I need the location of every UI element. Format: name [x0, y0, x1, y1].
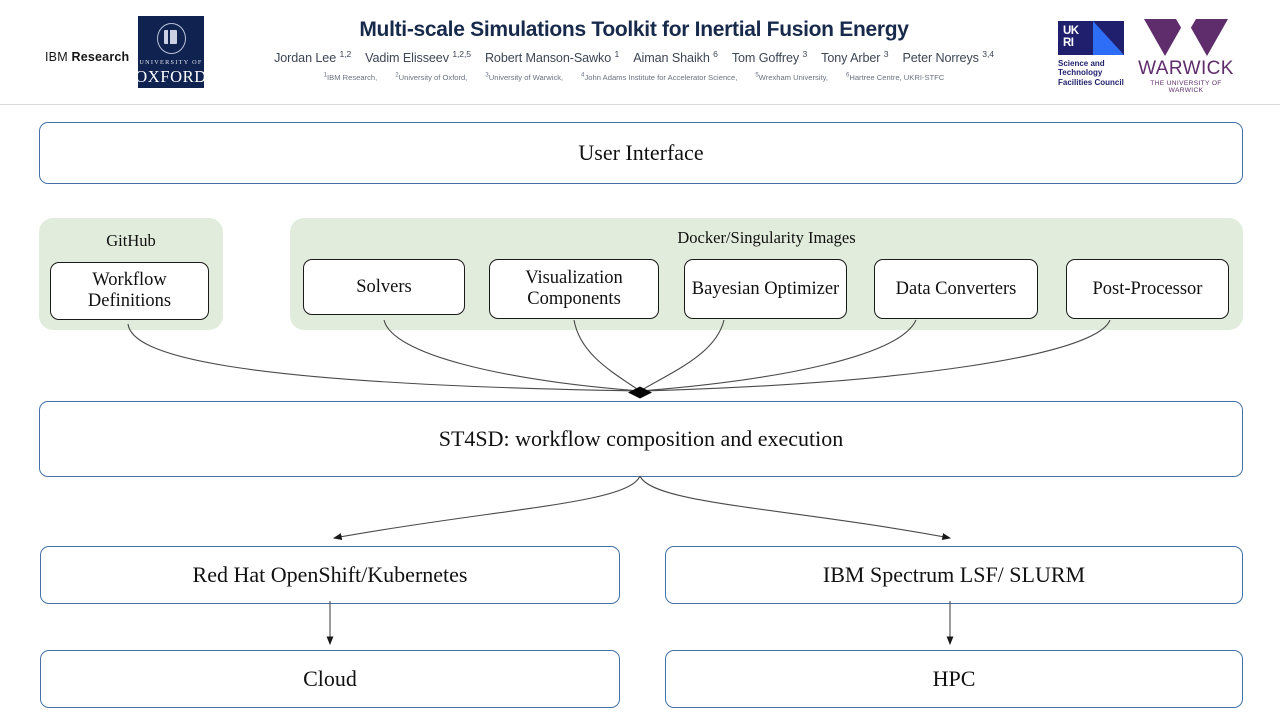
warwick-wordmark: WARWICK — [1138, 58, 1234, 79]
node-solvers-label: Solvers — [356, 276, 412, 297]
warwick-w-icon — [1144, 19, 1228, 56]
ukri-strapline: Science and Technology Facilities Counci… — [1058, 59, 1142, 87]
ibm-research-word: Research — [71, 50, 130, 64]
ukri-strapline-line3: Facilities Council — [1058, 77, 1124, 87]
ukri-strapline-line1: Science and — [1058, 59, 1105, 68]
node-ibm-spectrum-lsf-slurm[interactable]: IBM Spectrum LSF/ SLURM — [665, 546, 1243, 604]
node-user-interface[interactable]: User Interface — [39, 122, 1243, 184]
node-data-converters-label: Data Converters — [895, 278, 1017, 299]
node-post-processor[interactable]: Post-Processor — [1066, 259, 1229, 319]
node-bayesian-optimizer-label: Bayesian Optimizer — [691, 278, 840, 299]
affiliation-marker: 4 — [581, 72, 585, 79]
node-st4sd-label: ST4SD: workflow composition and executio… — [438, 426, 844, 451]
node-hpc[interactable]: HPC — [665, 650, 1243, 708]
architecture-diagram: User Interface GitHub Workflow Definitio… — [0, 104, 1280, 720]
author-affiliation-marker: 6 — [713, 49, 718, 60]
header-banner: IBM Research UNIVERSITY OF OXFORD Multi-… — [0, 0, 1280, 105]
convergence-marker — [628, 386, 652, 399]
affiliation-entry: 2University of Oxford, — [395, 72, 468, 82]
ukri-strapline-line2: Technology — [1058, 68, 1103, 78]
ukri-letters-bottom: RI — [1063, 37, 1074, 49]
warwick-center-notch — [1176, 19, 1196, 36]
ukri-letters: UK RI — [1063, 25, 1079, 49]
oxford-crest-icon — [156, 23, 186, 54]
ukri-triangle — [1093, 21, 1124, 55]
affiliation-entry: 5Wrexham University, — [755, 72, 828, 82]
university-of-warwick-logo: WARWICK THE UNIVERSITY OF WARWICK — [1136, 19, 1236, 94]
node-user-interface-label: User Interface — [578, 140, 704, 165]
node-red-hat-openshift-kubernetes[interactable]: Red Hat OpenShift/Kubernetes — [40, 546, 620, 604]
author-affiliation-marker: 3 — [802, 49, 808, 60]
affiliation-entry: 3University of Warwick, — [485, 72, 564, 82]
oxford-university-of-label: UNIVERSITY OF — [139, 59, 203, 66]
node-workflow-definitions[interactable]: Workflow Definitions — [50, 262, 209, 320]
node-data-converters[interactable]: Data Converters — [874, 259, 1038, 319]
author-entry: Tom Goffrey 3 — [731, 49, 808, 66]
node-hpc-label: HPC — [932, 666, 976, 691]
title-block: Multi-scale Simulations Toolkit for Iner… — [225, 18, 1043, 82]
node-lsf-slurm-label: IBM Spectrum LSF/ SLURM — [822, 562, 1086, 587]
node-visualization-components[interactable]: Visualization Components — [489, 259, 659, 319]
author-affiliation-marker: 3,4 — [982, 49, 994, 60]
author-entry: Robert Manson-Sawko 1 — [484, 49, 620, 66]
affiliation-entry: 1IBM Research, — [323, 72, 378, 82]
node-solvers[interactable]: Solvers — [303, 259, 465, 315]
page-title: Multi-scale Simulations Toolkit for Iner… — [359, 18, 909, 41]
ukri-letters-top: UK — [1063, 25, 1079, 37]
authors-list: Jordan Lee 1,2 Vadim Elisseev 1,2,5 Robert… — [225, 49, 1043, 65]
node-st4sd[interactable]: ST4SD: workflow composition and executio… — [39, 401, 1243, 477]
affiliation-marker: 1 — [323, 72, 328, 79]
warwick-subtitle: THE UNIVERSITY OF WARWICK — [1150, 80, 1222, 94]
university-of-oxford-logo: UNIVERSITY OF OXFORD — [138, 16, 204, 88]
author-entry: Tony Arber 3 — [821, 49, 889, 66]
affiliation-entry: 6Hartree Centre, UKRI-STFC — [846, 72, 945, 82]
node-bayesian-optimizer[interactable]: Bayesian Optimizer — [684, 259, 847, 319]
ibm-research-logo: IBM Research — [45, 50, 129, 64]
author-entry: Vadim Elisseev 1,2,5 — [365, 49, 471, 66]
panel-github-caption: GitHub — [106, 231, 156, 250]
node-openshift-label: Red Hat OpenShift/Kubernetes — [192, 562, 468, 587]
author-affiliation-marker: 1 — [614, 49, 620, 60]
author-entry: Jordan Lee 1,2 — [274, 49, 352, 66]
affiliation-entry: 4John Adams Institute for Accelerator Sc… — [581, 72, 738, 82]
node-post-processor-label: Post-Processor — [1092, 278, 1203, 299]
affiliations-list: 1IBM Research, 2University of Oxford, 3Uni… — [225, 72, 1043, 82]
ibm-wordmark: IBM — [45, 50, 72, 64]
affiliation-marker: 6 — [846, 72, 850, 79]
affiliation-marker: 3 — [485, 72, 489, 79]
oxford-wordmark: OXFORD — [138, 67, 204, 86]
ukri-mark-icon: UK RI — [1058, 21, 1124, 55]
node-visualization-components-label: Visualization Components — [525, 268, 623, 309]
node-workflow-definitions-label: Workflow Definitions — [87, 270, 172, 311]
author-entry: Peter Norreys 3,4 — [902, 49, 994, 66]
affiliation-marker: 2 — [395, 72, 399, 79]
author-affiliation-marker: 1,2 — [339, 49, 352, 60]
affiliation-marker: 5 — [755, 72, 759, 79]
author-affiliation-marker: 3 — [883, 49, 889, 60]
panel-images-caption: Docker/Singularity Images — [677, 228, 856, 247]
node-cloud[interactable]: Cloud — [40, 650, 620, 708]
node-cloud-label: Cloud — [303, 666, 357, 691]
ukri-stfc-logo: UK RI Science and Technology Facilities … — [1058, 21, 1142, 87]
author-affiliation-marker: 1,2,5 — [452, 49, 471, 60]
author-entry: Aiman Shaikh 6 — [633, 49, 718, 66]
